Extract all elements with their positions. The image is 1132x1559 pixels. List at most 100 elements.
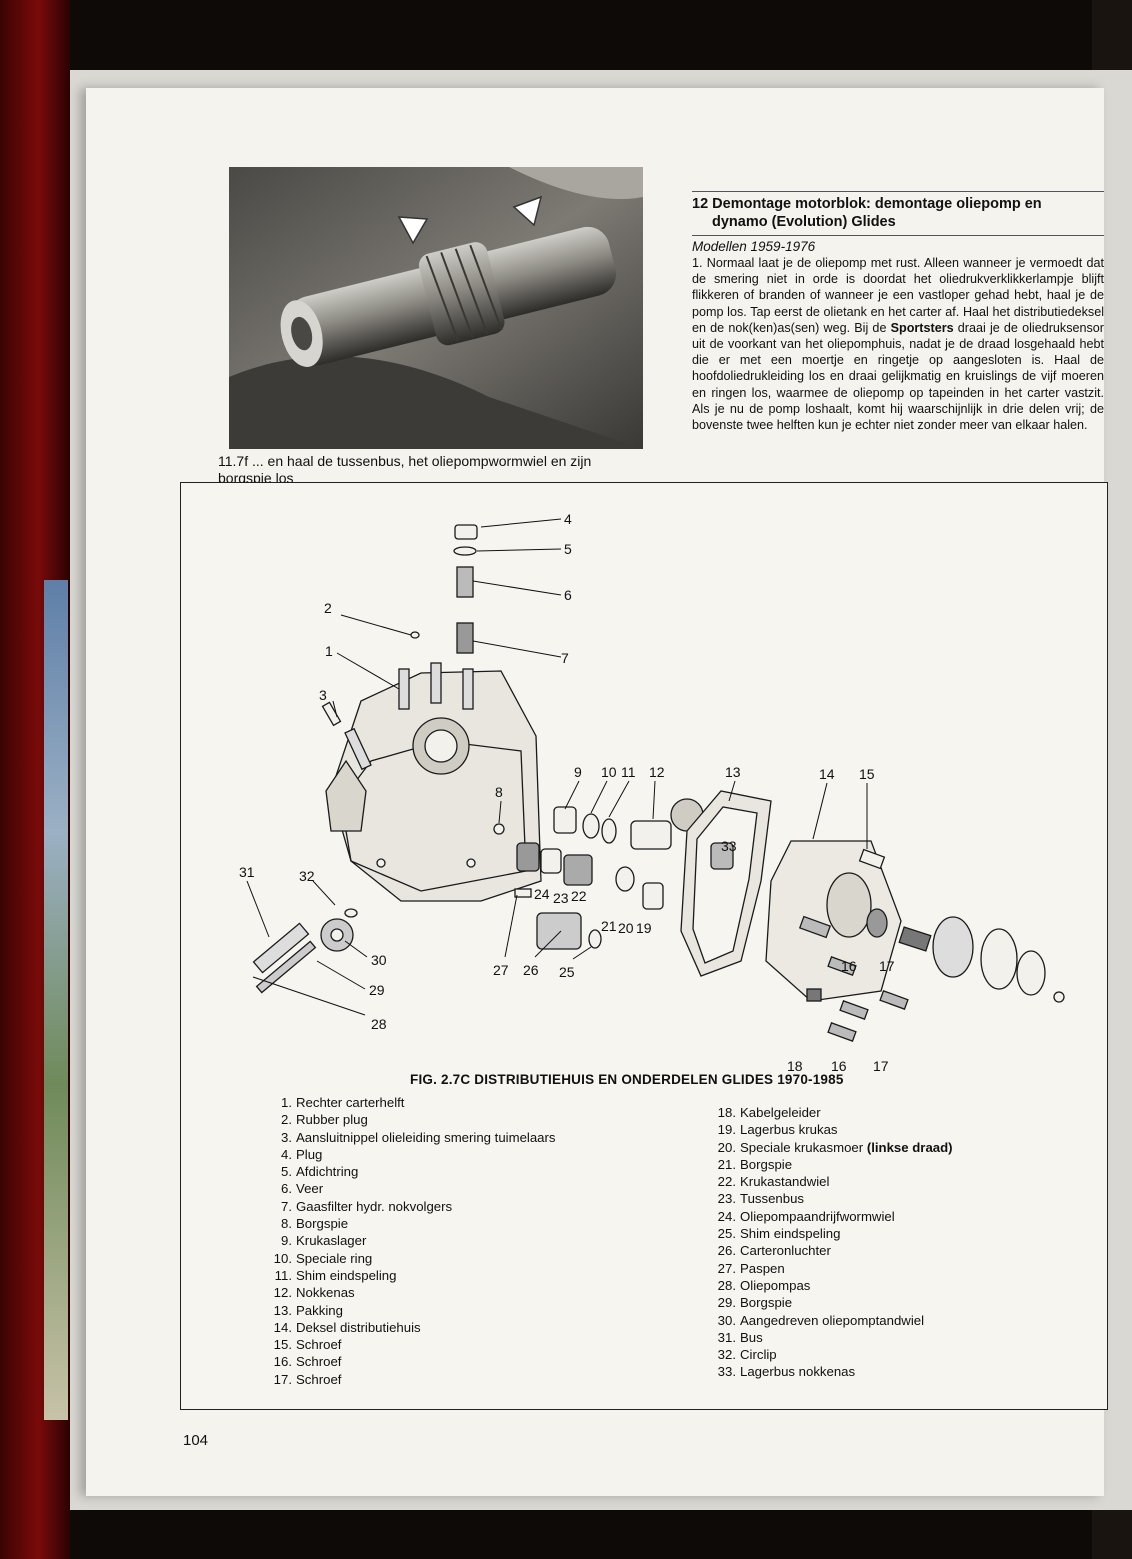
legend-item: 25.Shim eindspeling — [712, 1225, 953, 1242]
legend-num: 11. — [274, 1267, 292, 1283]
legend-num: 7. — [281, 1198, 292, 1214]
legend-item: 26.Carteronluchter — [712, 1242, 953, 1259]
callout-21: 21 — [601, 918, 617, 934]
legend-text: Circlip — [740, 1347, 777, 1363]
callout-17b: 17 — [873, 1058, 889, 1074]
legend-num: 2. — [281, 1112, 292, 1128]
legend-text: Shim eindspeling — [740, 1226, 841, 1242]
legend-item: 6.Veer — [268, 1180, 556, 1197]
legend-item: 9.Krukaslager — [268, 1232, 556, 1249]
callout-15: 15 — [859, 766, 875, 782]
legend-item: 22.Krukastandwiel — [712, 1173, 953, 1190]
callout-23: 23 — [553, 890, 569, 906]
legend-text: Plug — [296, 1146, 323, 1162]
legend-item: 16.Schroef — [268, 1353, 556, 1370]
legend-text: Carteronluchter — [740, 1243, 831, 1259]
legend-num: 32. — [717, 1347, 736, 1363]
legend-item: 15.Schroef — [268, 1336, 556, 1353]
legend-num: 23. — [717, 1191, 736, 1207]
callout-20: 20 — [618, 920, 634, 936]
legend-text: Krukastandwiel — [740, 1174, 830, 1190]
legend-num: 16. — [273, 1354, 292, 1370]
callout-11: 11 — [621, 764, 636, 780]
legend-num: 27. — [717, 1260, 736, 1276]
legend-item: 32.Circlip — [712, 1346, 953, 1363]
callout-4: 4 — [564, 511, 572, 527]
legend-text: Aangedreven oliepomptandwiel — [740, 1312, 925, 1328]
legend-num: 14. — [273, 1319, 292, 1335]
legend-text: Aansluitnippel olieleiding smering tuime… — [296, 1129, 556, 1145]
section-title-line-2: dynamo (Evolution) Glides — [712, 214, 896, 230]
legend-text: Speciale ring — [296, 1250, 373, 1266]
callout-14: 14 — [819, 766, 835, 782]
callout-27: 27 — [493, 962, 509, 978]
legend-num: 22. — [717, 1174, 736, 1190]
callout-17: 17 — [879, 958, 895, 974]
legend-item: 12.Nokkenas — [268, 1284, 556, 1301]
arrow-marker — [397, 216, 429, 245]
legend-item: 21.Borgspie — [712, 1156, 953, 1173]
legend-item: 28.Oliepompas — [712, 1277, 953, 1294]
legend-text: Schroef — [296, 1371, 342, 1387]
legend-item: 14.Deksel distributiehuis — [268, 1319, 556, 1336]
legend-text: Lagerbus nokkenas — [740, 1364, 856, 1380]
legend-item: 10.Speciale ring — [268, 1250, 556, 1267]
legend-item: 2.Rubber plug — [268, 1111, 556, 1128]
callout-33: 33 — [721, 838, 737, 854]
legend-text: Tussenbus — [740, 1191, 805, 1207]
section-12: 12 Demontage motorblok: demontage oliepo… — [692, 191, 1104, 433]
callout-7: 7 — [561, 650, 569, 666]
callout-25: 25 — [559, 964, 575, 980]
callout-1: 1 — [325, 643, 333, 659]
legend-text: Rubber plug — [296, 1112, 368, 1128]
legend-num: 9. — [281, 1233, 292, 1249]
legend-num: 4. — [281, 1146, 292, 1162]
page-number: 104 — [183, 1432, 209, 1449]
callout-19: 19 — [636, 920, 652, 936]
legend-item: 8.Borgspie — [268, 1215, 556, 1232]
legend-num: 12. — [273, 1285, 292, 1301]
callout-16b: 16 — [831, 1058, 847, 1074]
callout-5: 5 — [564, 541, 572, 557]
legend-item: 4.Plug — [268, 1146, 556, 1163]
legend-text: Bus — [740, 1329, 763, 1345]
legend-item: 27.Paspen — [712, 1260, 953, 1277]
legend-num: 1. — [281, 1095, 292, 1110]
callout-9: 9 — [574, 764, 582, 780]
legend-text: Kabelgeleider — [740, 1105, 821, 1120]
legend-item: 3.Aansluitnippel olieleiding smering tui… — [268, 1129, 556, 1146]
legend-text: Shim eindspeling — [296, 1267, 397, 1283]
legend-num: 6. — [281, 1181, 292, 1197]
body-text: draai je de oliedruksensor uit de voorka… — [692, 320, 1105, 433]
legend-item: 17.Schroef — [268, 1371, 556, 1388]
legend-num: 21. — [717, 1156, 736, 1172]
callout-32: 32 — [299, 868, 315, 884]
legend-text: Speciale krukasmoer — [740, 1139, 864, 1155]
legend-num: 19. — [717, 1122, 736, 1138]
legend-num: 26. — [717, 1243, 736, 1259]
legend-item: 5.Afdichtring — [268, 1163, 556, 1180]
legend-text: Borgspie — [740, 1295, 793, 1311]
callout-8: 8 — [495, 784, 503, 800]
callout-2: 2 — [324, 600, 332, 616]
legend-text: Krukaslager — [296, 1233, 367, 1249]
legend-item: 33.Lagerbus nokkenas — [712, 1363, 953, 1380]
callout-26: 26 — [523, 962, 539, 978]
legend-right: 18.Kabelgeleider 19.Lagerbus krukas 20.S… — [712, 1104, 953, 1381]
legend-item: 30.Aangedreven oliepomptandwiel — [712, 1312, 953, 1329]
legend-left: 1. Rechter carterhelft 2.Rubber plug 3.Aa… — [268, 1094, 556, 1388]
legend-item: 11.Shim eindspeling — [268, 1267, 556, 1284]
legend-text: Schroef — [296, 1354, 342, 1370]
callout-30: 30 — [371, 952, 387, 968]
legend-num: 24. — [717, 1208, 736, 1224]
legend-num: 31. — [717, 1329, 736, 1345]
legend-text: Rechter carterhelft — [296, 1095, 405, 1110]
legend-num: 30. — [717, 1312, 736, 1328]
legend-num: 18. — [717, 1105, 736, 1120]
callout-6: 6 — [564, 587, 572, 603]
legend-item: 13.Pakking — [268, 1302, 556, 1319]
arrow-marker — [512, 195, 543, 227]
legend-item: 23.Tussenbus — [712, 1190, 953, 1207]
legend-num: 33. — [717, 1364, 736, 1380]
legend-text: Schroef — [296, 1337, 342, 1353]
